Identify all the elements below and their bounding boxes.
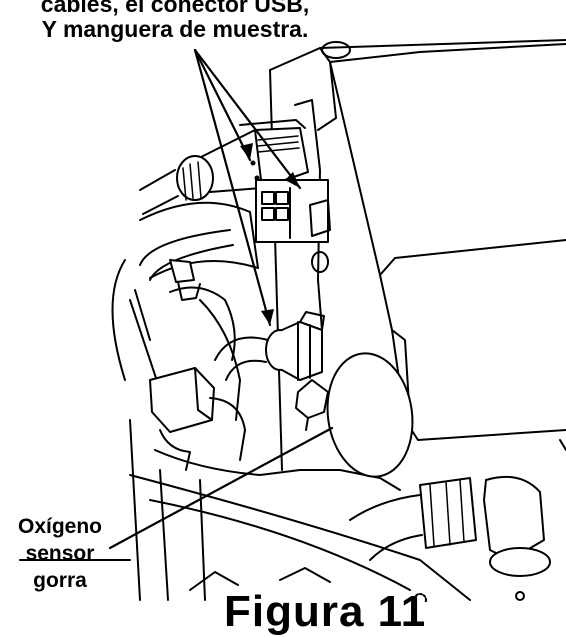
arrowheads — [240, 143, 300, 325]
figure-title: Figura 11 — [224, 587, 427, 636]
callout-line-2: sensor — [25, 542, 95, 565]
callout-cables-usb-hose: cables, el conector USB, Y manguera de m… — [10, 0, 340, 42]
cable-tie — [169, 259, 241, 421]
arrowhead-cable — [240, 143, 253, 160]
arrowhead-usb — [285, 172, 300, 188]
callout-line-1: cables, el conector USB, — [40, 0, 310, 17]
sample-hose-fitting — [214, 311, 325, 381]
cable-connector-block — [139, 179, 331, 281]
usb-connector — [139, 119, 309, 215]
callout-line-3: gorra — [33, 569, 87, 592]
equipment-line-drawing — [19, 39, 566, 602]
elbow-fitting — [349, 476, 551, 602]
oxygen-sensor-cap — [295, 352, 414, 478]
callout-oxygen-sensor-cap: Oxígeno sensor gorra — [4, 513, 116, 594]
callout-line-1: Oxígeno — [17, 515, 102, 538]
instrument-housing — [269, 39, 566, 491]
floor-panel — [19, 559, 331, 591]
leader-arrows — [108, 48, 334, 550]
callout-line-2: Y manguera de muestra. — [41, 16, 309, 42]
arrowhead-hose — [261, 309, 274, 325]
lower-bracket — [129, 367, 471, 601]
